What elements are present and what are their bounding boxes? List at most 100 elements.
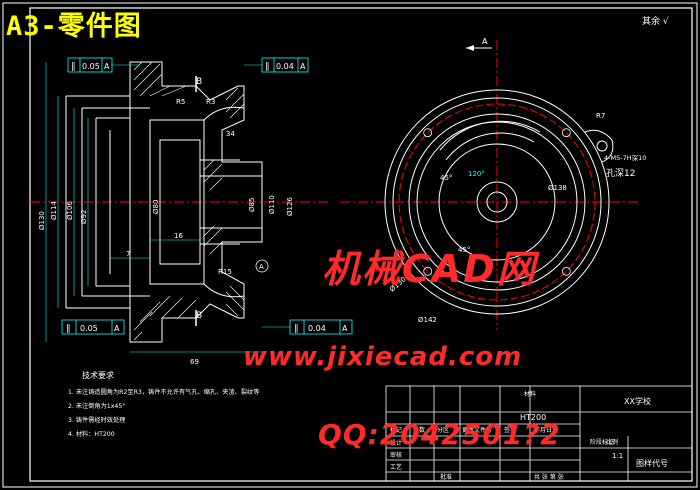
dim-a45b: 45° xyxy=(458,246,470,254)
section-dimensions xyxy=(45,62,262,353)
arc-slot-top xyxy=(439,120,541,151)
tol-bl-datum: A xyxy=(114,324,120,333)
bolt-hole xyxy=(423,266,433,276)
tolerance-frame-bottom-left: ∥ 0.05 A xyxy=(61,319,125,335)
approve-label: 批准 xyxy=(440,473,452,481)
sheet-info: 共 张 第 张 xyxy=(534,473,564,481)
tol-tl-symbol: ∥ xyxy=(71,62,76,72)
mounting-lug xyxy=(584,129,614,163)
roughness-note: 其余 √ xyxy=(642,15,669,27)
row-label-0: 标记 xyxy=(390,426,402,434)
dim-r3: R3 xyxy=(206,98,215,106)
dim-d80: Ø80 xyxy=(152,200,160,214)
section-hatching xyxy=(133,61,245,341)
watermark-brand: 机械CAD网 xyxy=(322,247,537,291)
notes-heading: 技术要求 xyxy=(82,370,114,380)
datum-a-label: A xyxy=(259,263,264,271)
checker-label: 审核 xyxy=(390,451,402,459)
dim-hole-depth: 孔深12 xyxy=(606,168,635,179)
datum-a-circle xyxy=(255,259,269,273)
note-2: 2. 未注倒角为1x45° xyxy=(68,402,125,410)
pitch-circle xyxy=(398,103,596,301)
lug-hole xyxy=(596,140,608,152)
view-arrow-a: A xyxy=(466,37,492,51)
outer-flange xyxy=(384,89,610,315)
section-label-b-top: B xyxy=(196,77,202,87)
dim-d114: Ø114 xyxy=(50,201,58,220)
stage-label: 阶段标记 xyxy=(590,438,614,446)
hub-bore xyxy=(486,191,508,213)
bolt-hole xyxy=(561,128,571,138)
scale-label: 比例 xyxy=(606,438,618,446)
outer-ring-2 xyxy=(392,97,602,307)
section-dim-text: Ø130 Ø114 Ø106 Ø92 Ø80 Ø85 Ø110 Ø126 69 … xyxy=(38,98,294,366)
dim-d110: Ø110 xyxy=(268,195,276,214)
hub-ring xyxy=(476,181,518,223)
row-label-2: 分区 xyxy=(437,426,449,434)
note-3: 3. 铸件需经时效处理 xyxy=(68,416,125,424)
row-label-3: 更改文件号 xyxy=(462,426,492,434)
tol-br-value: 0.04 xyxy=(308,324,326,333)
section-mark-b-top: B xyxy=(195,76,202,92)
dim-r5: R5 xyxy=(176,98,185,106)
view-arrow-a-label: A xyxy=(482,37,488,46)
dim-len-16: 16 xyxy=(174,232,183,240)
tol-tr-symbol: ∥ xyxy=(265,62,270,72)
note-4: 4. 材料：HT200 xyxy=(68,430,115,438)
tol-br-symbol: ∥ xyxy=(294,324,299,334)
watermark-qq: QQ:2042501?2 xyxy=(318,418,561,451)
tol-tl-value: 0.05 xyxy=(82,62,100,71)
row-label-4: 签名 xyxy=(504,426,516,434)
title-block xyxy=(385,385,693,482)
tol-tr-value: 0.04 xyxy=(276,62,294,71)
dim-d142: Ø142 xyxy=(418,316,437,324)
front-view xyxy=(340,40,640,330)
dim-len-7: 7 xyxy=(126,250,130,258)
dim-r7: R7 xyxy=(596,112,605,120)
tol-bl-symbol: ∥ xyxy=(66,324,71,334)
tol-bl-value: 0.05 xyxy=(80,324,98,333)
school-name: XX学校 xyxy=(624,396,651,406)
drawing-number: 图样代号 xyxy=(636,458,668,468)
material-value: HT200 xyxy=(520,413,546,422)
section-mark-b-bottom: B xyxy=(195,310,202,326)
section-label-b-bottom: B xyxy=(196,311,202,321)
bolt-holes xyxy=(423,128,571,276)
bolt-hole xyxy=(423,128,433,138)
drawing-title: A3-零件图 xyxy=(6,11,142,42)
bolt-hole xyxy=(561,266,571,276)
tolerance-frame-bottom-right: ∥ 0.04 A xyxy=(262,319,353,335)
arc-slot-inner xyxy=(445,132,535,161)
inner-ring-3 xyxy=(438,143,556,261)
inner-frame xyxy=(29,7,693,482)
tolerance-frame-top-left: ∥ 0.05 A xyxy=(67,57,140,73)
note-1: 1. 未注铸造圆角为R2至R3，铸件不允许有气孔、缩孔、夹渣、裂纹等 xyxy=(68,388,259,396)
dim-holes: 4-M5-7H深10 xyxy=(604,153,646,162)
dim-d92: Ø92 xyxy=(80,210,88,224)
dim-d130: Ø130 xyxy=(38,211,46,230)
dim-r15: R15 xyxy=(218,268,232,276)
dim-d138: Ø138 xyxy=(548,184,567,192)
designer-label: 设计 xyxy=(390,439,402,447)
watermark-url: www.jixiecad.com xyxy=(243,342,523,372)
dim-a120: 120° xyxy=(468,170,485,178)
dim-len-69: 69 xyxy=(190,358,199,366)
inner-ring-2 xyxy=(416,121,578,283)
title-block-text: 材料 HT200 XX学校 标记 处数 分区 更改文件号 签名 年月日 设计 审… xyxy=(390,390,668,481)
technical-notes: 技术要求 1. 未注铸造圆角为R2至R3，铸件不允许有气孔、缩孔、夹渣、裂纹等 … xyxy=(68,370,259,438)
tol-tr-datum: A xyxy=(300,62,306,71)
material-label: 材料 xyxy=(524,390,536,398)
dim-d106: Ø106 xyxy=(66,201,74,220)
section-outline xyxy=(129,61,263,343)
process-label: 工艺 xyxy=(390,463,402,471)
tol-tl-datum: A xyxy=(104,62,110,71)
inner-ring-1 xyxy=(408,113,586,291)
tolerance-frame-top-right: ∥ 0.04 A xyxy=(244,57,309,73)
dim-a45: 45° xyxy=(440,174,452,182)
dim-d85: Ø85 xyxy=(248,198,256,212)
row-label-1: 处数 xyxy=(413,426,425,434)
dim-len-34: 34 xyxy=(226,130,235,138)
row-label-5: 年月日 xyxy=(534,426,552,434)
dim-d126: Ø126 xyxy=(286,197,294,216)
